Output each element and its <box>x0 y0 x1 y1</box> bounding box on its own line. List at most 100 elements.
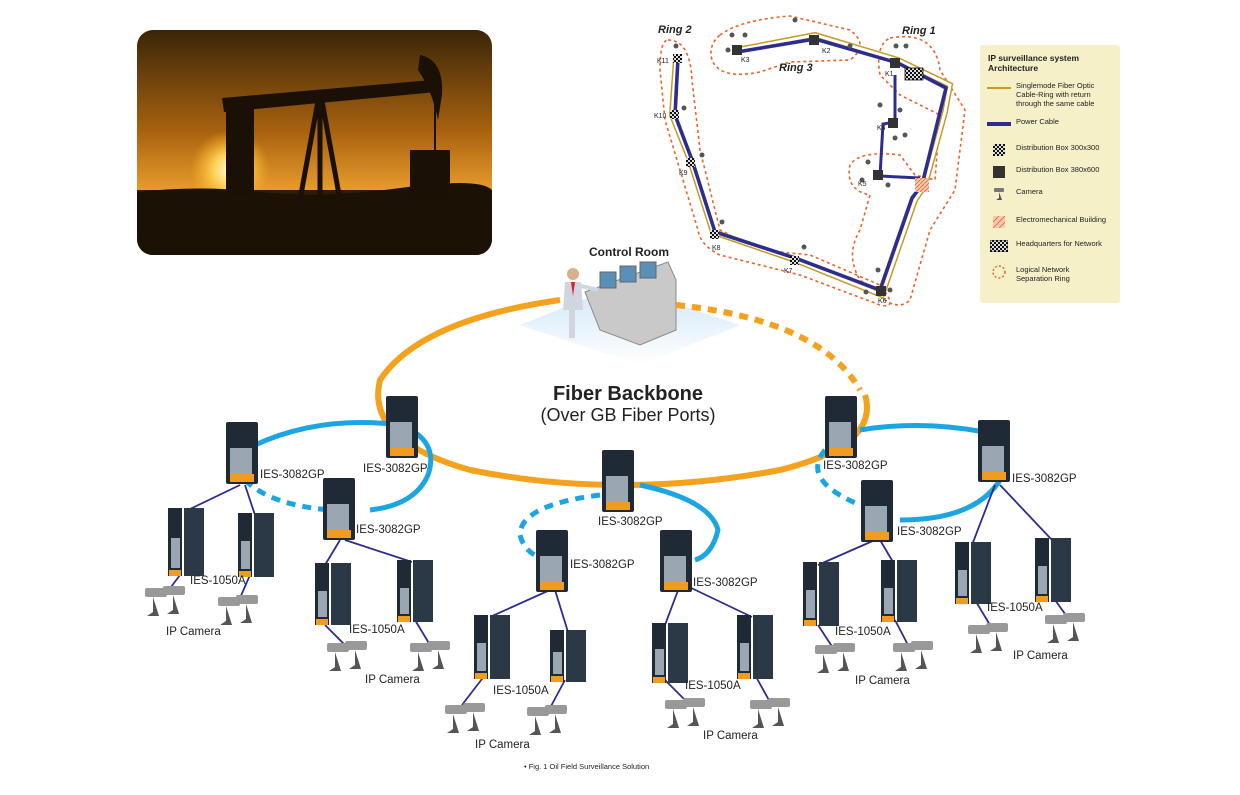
edge-switch-pair-5 <box>474 615 510 679</box>
network-cables <box>164 484 1069 709</box>
legend-item-fiber: Singlemode Fiber Optic Cable-Ring with r… <box>986 81 1114 108</box>
switch-mid-right <box>660 530 692 592</box>
legend-label-building: Electromechanical Building <box>1016 215 1107 224</box>
distribution-box-300-icon <box>986 143 1012 157</box>
core-switches <box>226 396 1010 592</box>
legend-label-ring: Logical Network Separation Ring <box>1016 265 1070 283</box>
right-ring-lower <box>899 478 1003 523</box>
middle-ring <box>639 482 721 563</box>
edge-switch-pair-2 <box>238 513 274 577</box>
legend-label-box-380: Distribution Box 380x600 <box>1016 165 1100 174</box>
switch-left-lower <box>323 478 355 540</box>
backbone-title: Fiber Backbone <box>553 383 703 405</box>
switch-label-right-lower: IES-3082GP <box>897 526 962 538</box>
camera-group-5 <box>445 703 485 733</box>
box-k8 <box>710 230 719 239</box>
right-ring-redundant <box>815 448 861 508</box>
legend-label-camera: Camera <box>1016 187 1043 196</box>
node-label-k10: K10 <box>654 113 667 120</box>
edge-switch-pair-1 <box>168 508 204 576</box>
camera-group-1 <box>145 586 185 616</box>
camera-group-9 <box>815 643 855 673</box>
switch-label-mid-right: IES-3082GP <box>693 577 758 589</box>
node-label-k8: K8 <box>712 245 721 252</box>
box-k7 <box>790 256 799 265</box>
legend-item-box-300: Distribution Box 300x300 <box>986 143 1114 157</box>
edge-switch-label-5: IES-1050A <box>835 626 891 638</box>
camera-label-2: IP Camera <box>365 674 420 686</box>
box-k3 <box>732 45 742 55</box>
camera-label-4: IP Camera <box>703 730 758 742</box>
camera-label-1: IP Camera <box>166 626 221 638</box>
box-k5 <box>873 170 883 180</box>
edge-switch-label-4: IES-1050A <box>685 680 741 692</box>
network-map: Ring 2 Ring 1 Ring 3 K1 K2 K3 K4 K5 K6 K… <box>654 15 966 307</box>
camera-group-12 <box>1045 613 1085 643</box>
box-k6 <box>876 286 886 296</box>
ring-2-boundary <box>659 39 891 307</box>
operator-person-icon <box>563 268 599 338</box>
power-cable-icon <box>986 117 1012 131</box>
node-label-k3: K3 <box>741 57 750 64</box>
camera-group-4 <box>410 641 450 671</box>
legend-item-ring: Logical Network Separation Ring <box>986 265 1114 283</box>
middle-ring-redundant <box>517 492 601 563</box>
switch-mid-left <box>536 530 568 592</box>
legend: IP surveillance system Architecture Sing… <box>980 45 1120 303</box>
oil-field-photo <box>137 30 492 255</box>
edge-switch-label-3: IES-1050A <box>493 685 549 697</box>
switch-label-left-lower: IES-3082GP <box>356 524 421 536</box>
box-k10 <box>670 110 679 119</box>
edge-switch-pair-3 <box>315 563 351 625</box>
edge-switch-label-1: IES-1050A <box>190 575 246 587</box>
legend-label-headquarters: Headquarters for Network <box>1016 239 1102 248</box>
legend-title: IP surveillance system Architecture <box>988 53 1080 73</box>
switch-left-center <box>386 396 418 458</box>
edge-switch-pair-10 <box>881 560 917 622</box>
electromechanical-building <box>915 178 929 192</box>
node-label-k9: K9 <box>679 170 688 177</box>
node-label-k5: K5 <box>858 181 867 188</box>
edge-switch-pair-4 <box>397 560 433 622</box>
legend-label-fiber: Singlemode Fiber Optic Cable-Ring with r… <box>1016 81 1095 108</box>
edge-switch-label-2: IES-1050A <box>349 624 405 636</box>
ring-2-label: Ring 2 <box>658 24 692 36</box>
map-cameras <box>673 17 909 295</box>
ring-1-boundary <box>848 36 966 306</box>
switch-label-left-center: IES-3082GP <box>363 463 428 475</box>
fiber-backbone-redundant-link <box>675 302 863 392</box>
camera-label-6: IP Camera <box>1013 650 1068 662</box>
figure-caption: • Fig. 1 Oil Field Surveillance Solution <box>524 762 649 771</box>
switch-right-lower <box>861 480 893 542</box>
box-k2 <box>809 35 819 45</box>
switch-label-mid-top: IES-3082GP <box>598 516 663 528</box>
ip-camera-groups <box>145 586 1085 735</box>
switch-mid-top <box>602 450 634 512</box>
building-icon <box>986 215 1012 229</box>
camera-group-2 <box>218 595 258 625</box>
edge-switch-label-6: IES-1050A <box>987 602 1043 614</box>
camera-group-6 <box>527 705 567 735</box>
switch-right-center <box>825 396 857 458</box>
camera-label-3: IP Camera <box>475 739 530 751</box>
backbone-subtitle: (Over GB Fiber Ports) <box>540 405 715 425</box>
left-ring <box>253 420 434 513</box>
camera-group-8 <box>750 698 790 728</box>
control-room <box>520 261 740 365</box>
fiber-line-icon <box>986 81 1012 95</box>
camera-group-10 <box>893 641 933 671</box>
left-ring-redundant <box>243 478 331 513</box>
camera-label-5: IP Camera <box>855 675 910 687</box>
edge-switch-pair-7 <box>652 623 688 683</box>
box-k4 <box>888 118 898 128</box>
camera-icon <box>986 187 1012 201</box>
distribution-box-380-icon <box>986 165 1012 179</box>
node-label-k6: K6 <box>878 298 887 305</box>
node-label-k1: K1 <box>885 71 894 78</box>
box-k1 <box>890 58 900 68</box>
legend-item-camera: Camera <box>986 187 1114 201</box>
edge-switch-pair-12 <box>1035 538 1071 602</box>
edge-switch-pair-6 <box>550 630 586 682</box>
edge-switch-pair-11 <box>955 542 991 604</box>
control-room-label: Control Room <box>589 245 669 259</box>
